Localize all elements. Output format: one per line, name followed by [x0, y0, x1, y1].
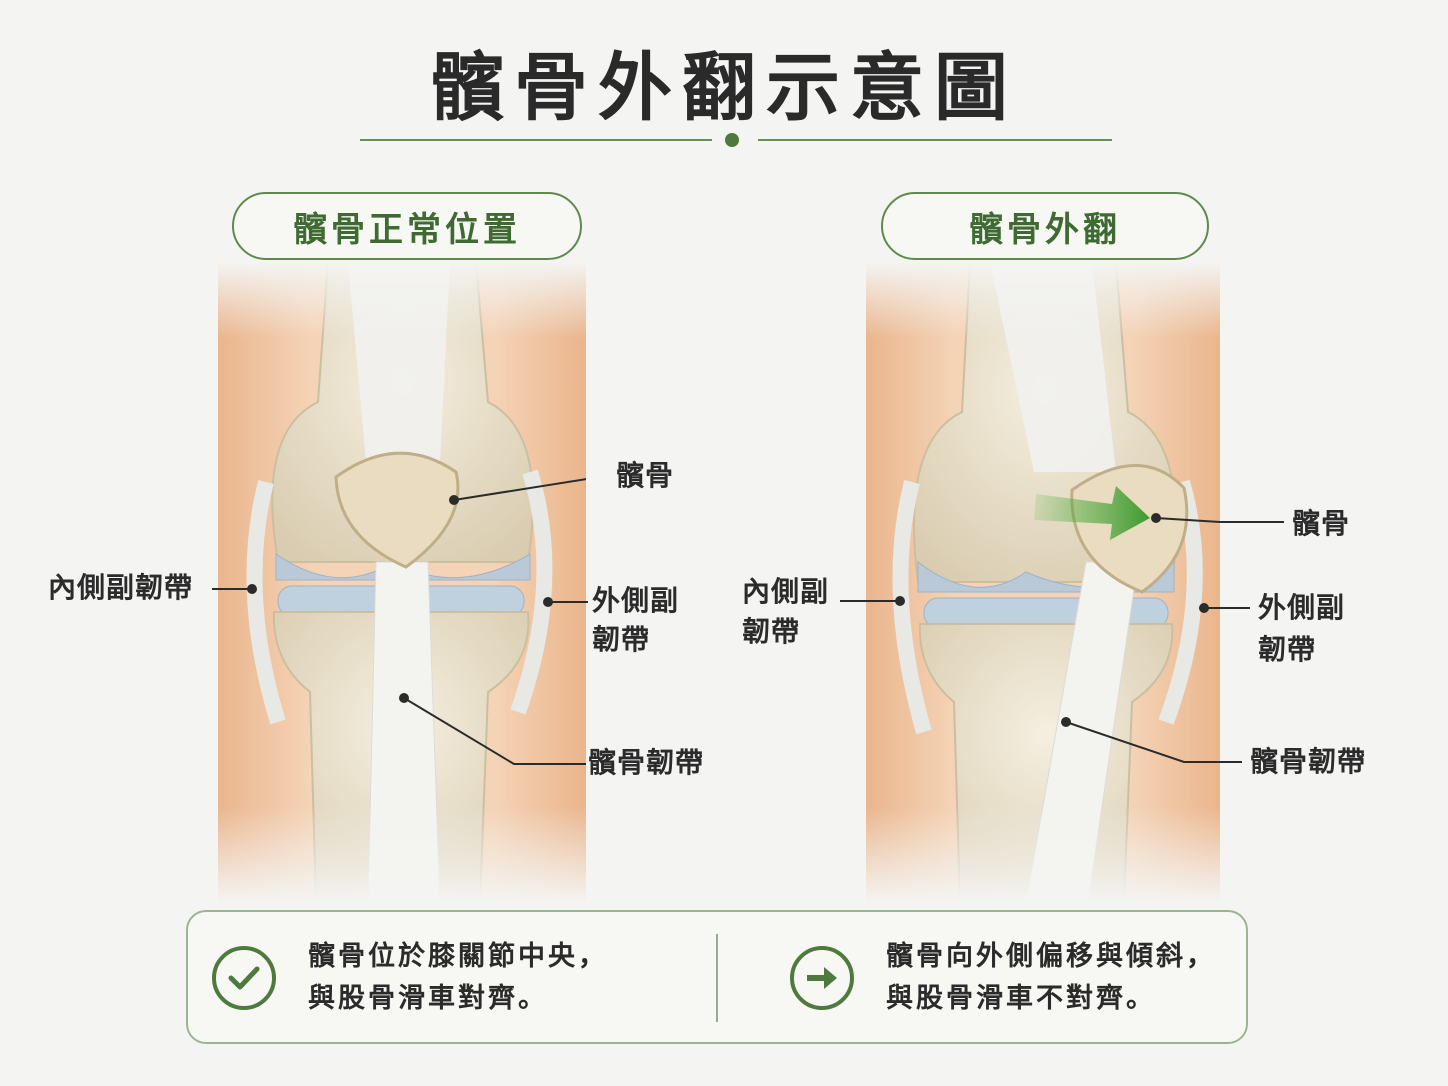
- leader-dot-patella: [1151, 513, 1161, 523]
- normal-knee-illustration: [218, 262, 586, 902]
- check-icon: [212, 946, 276, 1010]
- eversion-label-lateral-2: 韌帶: [1258, 633, 1317, 666]
- eversion-label-medial-1: 內側副: [742, 575, 830, 608]
- leader-ext-patella-right: [1220, 521, 1284, 523]
- eversion-label-patella: 髕骨: [1292, 507, 1351, 540]
- leader-ext-medial: [212, 588, 220, 590]
- eversion-heading: 髕骨外翻: [881, 192, 1209, 260]
- title-rule-left: [360, 139, 712, 141]
- normal-label-medial-ligament: 內側副韌帶: [48, 571, 194, 604]
- arrow-right-icon: [790, 946, 854, 1010]
- normal-label-patella: 髕骨: [616, 459, 675, 492]
- page-title: 髕骨外翻示意圖: [430, 45, 1018, 131]
- leader-dot-lateral: [1199, 603, 1209, 613]
- eversion-knee-illustration: [866, 262, 1220, 902]
- normal-note-line2: 與股骨滑車對齊。: [308, 983, 548, 1014]
- leader-patella: [1155, 517, 1220, 523]
- leader-patella: [453, 478, 586, 501]
- title-rule-right: [758, 139, 1112, 141]
- leader-dot-medial: [895, 596, 905, 606]
- leader-ext-lateral-right: [1220, 607, 1250, 609]
- eversion-note-line1: 髕骨向外側偏移與傾斜，: [886, 941, 1216, 972]
- leader-dot-medial: [247, 584, 257, 594]
- eversion-note-line2: 與股骨滑車不對齊。: [886, 983, 1156, 1014]
- title-dot: [725, 133, 739, 147]
- normal-label-lateral-1: 外側副: [592, 584, 680, 617]
- comparison-notes: 髕骨位於膝關節中央， 與股骨滑車對齊。 髕骨向外側偏移與傾斜， 與股骨滑車不對齊…: [186, 910, 1248, 1044]
- normal-heading: 髕骨正常位置: [232, 192, 582, 260]
- notes-divider: [716, 934, 718, 1022]
- leader-patellar-ligament: [403, 697, 586, 765]
- arrow-right-icon-glyph: [807, 967, 837, 989]
- leader-dot-patellar-ligament: [399, 693, 409, 703]
- eversion-label-patellar-ligament: 髕骨韌帶: [1250, 745, 1367, 778]
- leader-ext-lateral: [584, 601, 588, 603]
- leader-ext-ligament-right: [1220, 761, 1242, 763]
- normal-label-lateral-2: 韌帶: [592, 623, 651, 656]
- check-icon-glyph: [228, 966, 260, 990]
- leader-patellar-ligament: [1065, 721, 1220, 763]
- eversion-label-lateral-1: 外側副: [1258, 591, 1346, 624]
- normal-note-line1: 髕骨位於膝關節中央，: [308, 941, 608, 972]
- fade-overlay: [218, 262, 586, 902]
- leader-dot-patellar-ligament: [1061, 717, 1071, 727]
- normal-label-patellar-ligament: 髕骨韌帶: [588, 746, 705, 779]
- leader-dot-lateral: [543, 597, 553, 607]
- leader-ext-medial-right: [840, 600, 866, 602]
- fade-overlay: [866, 262, 1220, 902]
- eversion-label-medial-2: 韌帶: [742, 615, 801, 648]
- leader-dot-patella: [449, 495, 459, 505]
